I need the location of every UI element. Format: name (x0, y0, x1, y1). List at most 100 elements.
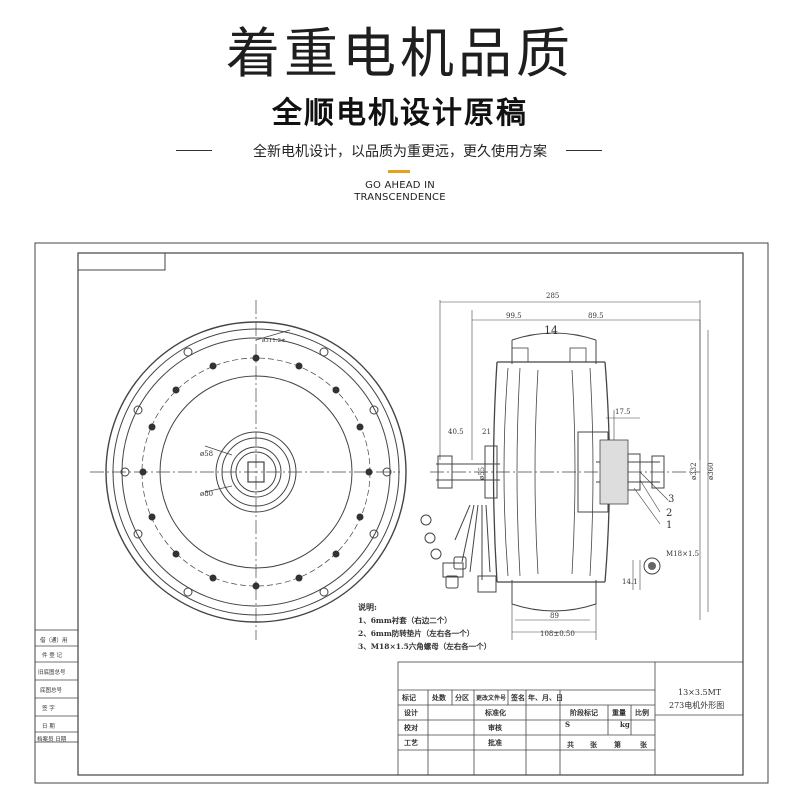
bolt-hole (209, 362, 217, 370)
side-label: 日 期 (42, 723, 55, 730)
rim-holes (120, 347, 392, 597)
bolt-hole (209, 574, 217, 582)
dim-17-5: 17.5 (615, 408, 631, 416)
note-3: 3、M18×1.5六角螺母（左右各一个） (358, 641, 491, 651)
side-label: 档案员 日期 (37, 735, 67, 743)
callout-2: 2 (666, 508, 672, 519)
tb-header: 标记 (401, 693, 416, 702)
drawing-name: 273电机外形图 (669, 700, 724, 710)
tb-header: 处数 (431, 693, 447, 702)
rim-hole (319, 587, 329, 597)
bolt-hole (332, 386, 340, 394)
tb-sheet: 张 (590, 740, 598, 749)
dim-overall-width: 285 (546, 292, 559, 300)
side-label: 件 登 记 (42, 651, 62, 659)
bolt-hole (332, 550, 340, 558)
page-title: 着重电机品质 (226, 22, 574, 85)
rim-hole (369, 529, 379, 539)
bolt-hole (252, 354, 260, 362)
tb-header: 更改文件号 (476, 694, 506, 702)
side-label: 借（通）用 (40, 636, 68, 644)
side-label: 旧底图总号 (38, 668, 66, 676)
tb-header: 签名 (510, 693, 525, 702)
slogan-divider-left (176, 150, 212, 151)
dim-thread: M18×1.5 (666, 550, 699, 558)
page-subtitle: 全顺电机设计原稿 (272, 96, 528, 131)
rim-hole (133, 405, 143, 415)
slogan-divider-right (566, 150, 602, 151)
dim-right-half: 89.5 (588, 312, 604, 320)
bolt-hole (172, 550, 180, 558)
slogan-text: 全新电机设计，以品质为重更远，更久使用方案 (253, 144, 547, 160)
tb-weight-unit: kg (620, 720, 630, 729)
dim-80: ø80 (200, 490, 213, 498)
tb-sheet: 张 (640, 740, 648, 749)
bolt-hole (148, 513, 156, 521)
rim-hole (133, 529, 143, 539)
dim-108: 108±0.50 (540, 630, 575, 638)
bolt-hole (295, 362, 303, 370)
dimension-labels: 285 99.5 89.5 14 17.5 40.5 21 ø332 ø360 … (200, 292, 715, 638)
tb-mid: 批准 (488, 738, 502, 747)
rim-hole (120, 467, 130, 477)
corner-box (77, 252, 166, 271)
bolt-hole (356, 513, 364, 521)
tb-header: 分区 (455, 693, 469, 702)
sheet-outer-border (34, 242, 769, 784)
english-tagline-line-2: TRANSCENDENCE (354, 192, 446, 203)
drawing-number: 13×3.5MT (678, 688, 722, 697)
tb-mid: 标准化 (484, 708, 506, 717)
callout-3: 3 (668, 494, 674, 505)
side-register-grid (34, 629, 79, 743)
tb-left: 工艺 (404, 738, 418, 747)
tb-scale: 比例 (635, 708, 649, 717)
dim-89: 89 (550, 612, 559, 620)
bolt-hole (295, 574, 303, 582)
tb-sheet: 共 (567, 740, 574, 749)
tb-weight: 重量 (612, 708, 626, 717)
side-label: 签 字 (42, 704, 55, 712)
tb-mid: 审核 (488, 723, 502, 732)
accent-bar (388, 170, 410, 173)
tb-sheet: 第 (614, 740, 621, 749)
rim-hole (183, 587, 193, 597)
side-label: 底图总号 (40, 686, 63, 694)
side-view (420, 300, 709, 640)
rim-hole (369, 405, 379, 415)
english-tagline: GO AHEAD IN TRANSCENDENCE (0, 180, 800, 204)
tb-left: 设计 (404, 708, 418, 717)
dim-bolt-circle: ø311.2± (262, 338, 286, 344)
dim-40-5: 40.5 (448, 428, 464, 436)
bolt-hole (148, 423, 156, 431)
front-view (90, 300, 407, 640)
dim-21: 21 (482, 428, 491, 436)
dim-332: ø332 (690, 462, 698, 480)
bolt-hole (356, 423, 364, 431)
dim-360: ø360 (707, 462, 715, 480)
note-2: 2、6mm防转垫片（左右各一个） (358, 628, 474, 638)
bolt-hole (252, 582, 260, 590)
rim-hole (382, 467, 392, 477)
rim-hole (319, 347, 329, 357)
side-register-labels: 借（通）用 件 登 记 旧底图总号 底图总号 签 字 日 期 档案员 日期 (37, 636, 68, 743)
dim-left-half: 99.5 (506, 312, 522, 320)
title-block-labels: 标记 处数 分区 更改文件号 签名 年、月、日 设计 校对 工艺 标准化 审核 … (401, 688, 724, 749)
tb-left: 校对 (404, 723, 418, 732)
dim-58: ø58 (200, 450, 213, 458)
notes: 说明: 1、6mm衬套（右边二个） 2、6mm防转垫片（左右各一个） 3、M18… (358, 602, 491, 651)
bolt-hole (365, 468, 373, 476)
tb-stage: 阶段标记 (570, 708, 598, 717)
title-block-grid (397, 661, 744, 776)
notes-heading: 说明: (358, 602, 377, 612)
bolt-holes (139, 354, 373, 590)
note-1: 1、6mm衬套（右边二个） (358, 615, 452, 625)
callout-1: 1 (666, 520, 672, 531)
slogan-row: 全新电机设计，以品质为重更远，更久使用方案 (0, 140, 800, 160)
rim-hole (183, 347, 193, 357)
dim-55: ø55 (478, 467, 486, 480)
bolt-hole (172, 386, 180, 394)
dim-rim-label: 14 (544, 324, 558, 337)
bolt-hole (139, 468, 147, 476)
tb-header: 年、月、日 (528, 693, 563, 702)
